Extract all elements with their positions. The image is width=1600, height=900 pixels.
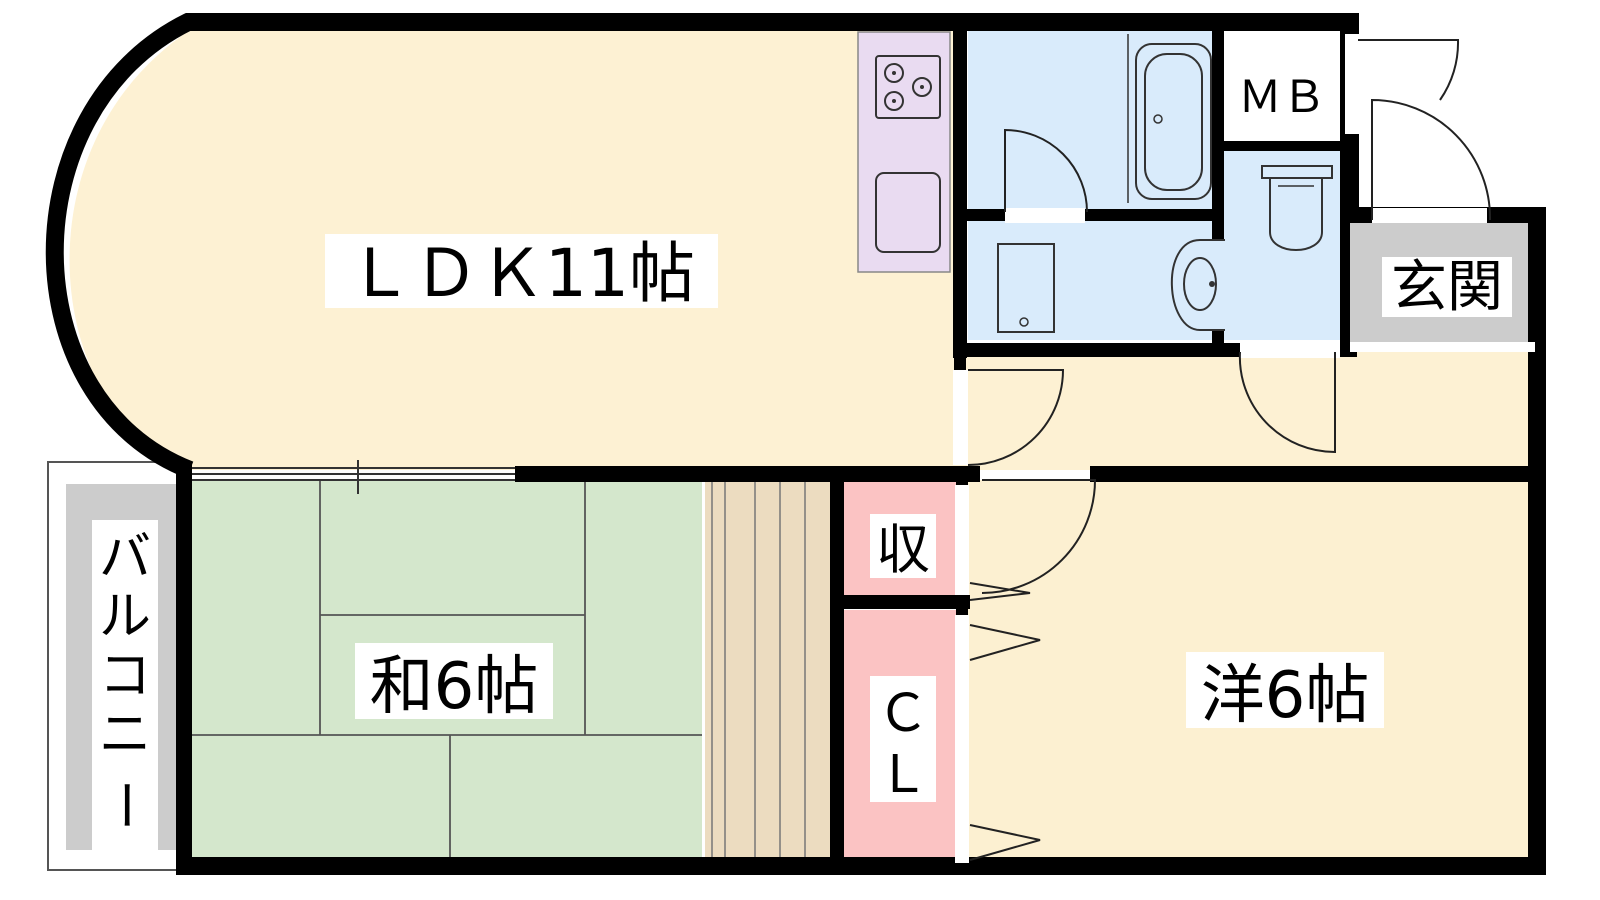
door-gaps	[953, 34, 1535, 863]
mb-floor	[1222, 30, 1340, 142]
closet-label-l: Ｌ	[877, 745, 929, 805]
sink-icon	[875, 172, 941, 253]
label-youshitsu: 洋6帖	[1186, 652, 1384, 733]
balcony-char-1: バ	[99, 528, 151, 588]
sliding-door-washitsu	[192, 460, 515, 494]
stove-icon	[875, 55, 941, 119]
balcony-char-3: コ	[99, 646, 151, 706]
oshiire-floor	[705, 480, 833, 865]
bathtub-icon	[1127, 34, 1212, 203]
washitsu-label: 和6帖	[370, 650, 539, 724]
balcony-char-4: ニ	[99, 705, 151, 765]
shuunou-label: 収	[876, 518, 930, 581]
closet-label-c: Ｃ	[877, 684, 929, 744]
balcony-char-5: ー	[94, 779, 154, 831]
label-shuunou: 収	[870, 514, 936, 581]
label-closet: Ｃ Ｌ	[870, 676, 936, 805]
washing-machine-icon	[997, 243, 1055, 333]
washbasin-icon	[1170, 239, 1225, 331]
balcony-char-2: ル	[99, 587, 151, 647]
label-genkan: 玄関	[1382, 255, 1512, 320]
hallway-floor	[960, 350, 1535, 470]
label-ldk: ＬＤＫ11帖	[325, 234, 718, 312]
door-swings	[967, 39, 1492, 861]
youshitsu-label: 洋6帖	[1201, 659, 1370, 733]
label-mb: ＭＢ	[1238, 72, 1326, 123]
mb-label: ＭＢ	[1238, 72, 1326, 123]
toilet-icon	[1261, 165, 1333, 251]
label-balcony: バ ル コ ニ ー	[92, 520, 158, 850]
outer-wall-north	[45, 13, 1359, 479]
tatami-lines	[192, 480, 702, 865]
ldk-label: ＬＤＫ11帖	[347, 235, 695, 312]
label-washitsu: 和6帖	[355, 643, 553, 724]
genkan-label: 玄関	[1391, 255, 1503, 320]
oshiire-stripes	[711, 480, 806, 865]
